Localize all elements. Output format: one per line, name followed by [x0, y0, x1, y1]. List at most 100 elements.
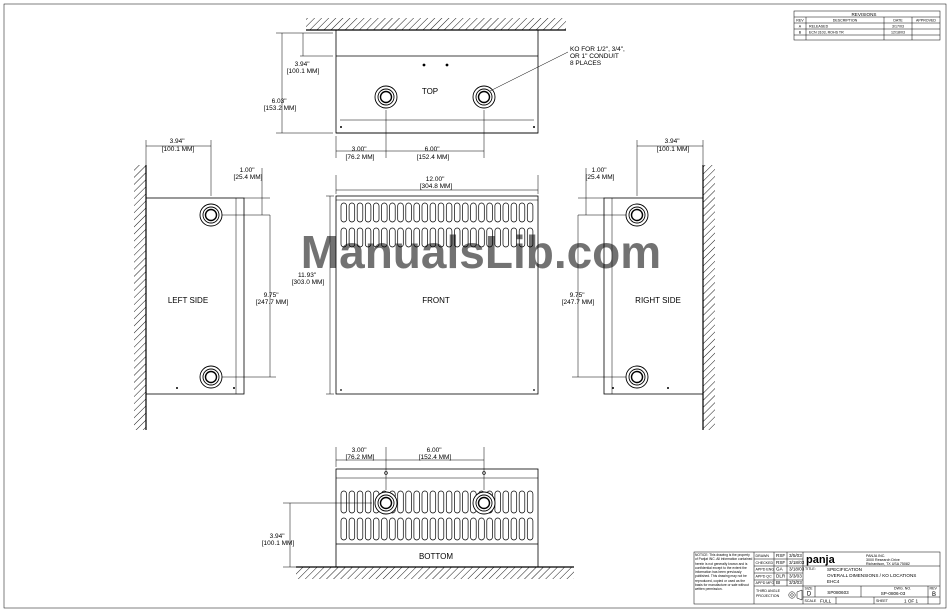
vent-slot	[437, 490, 445, 514]
front-height-dim: 11.93" [303.0 MM]	[292, 272, 325, 286]
left-depth-dim: 3.94" [100.1 MM]	[162, 138, 195, 153]
vent-slot	[413, 517, 420, 541]
vent-slot	[364, 202, 372, 223]
top-knockout-right	[472, 85, 496, 109]
vent-slot	[526, 517, 534, 541]
rev-value: B	[932, 592, 936, 598]
top-total-dim: 6.03" [153.2 MM]	[264, 98, 297, 112]
scale-value: FULL	[820, 599, 832, 604]
vent-slot	[478, 227, 485, 248]
bottom-ko1-dim: 3.00" [76.2 MM]	[346, 447, 375, 461]
vent-slot	[397, 517, 404, 541]
sheet-value: 1 OF 1	[904, 599, 918, 604]
top-view: TOP KO FOR 1/2", 3/4", OR 1" CONDUIT 8 P…	[264, 18, 627, 161]
vent-slot	[348, 490, 356, 514]
signoff-cell: RSF	[776, 553, 785, 558]
vent-slot	[405, 202, 412, 223]
company-address: PANJA INC. 3000 Research Drive Richardso…	[866, 554, 910, 566]
rev-header-rev: REV	[796, 19, 804, 23]
vent-slot	[462, 202, 469, 223]
signoff-cell: APPD MFG	[756, 581, 775, 585]
revisions-table: REVISIONS REV DESCRIPTION DATE APPROVED …	[793, 10, 941, 41]
front-view-label: FRONT	[422, 296, 450, 305]
vent-slot	[348, 227, 356, 248]
vent-slot	[421, 490, 428, 514]
vent-slot	[494, 490, 501, 514]
vent-slot	[356, 202, 364, 223]
vent-slot	[526, 202, 534, 223]
vent-slot	[462, 517, 469, 541]
vent-slot	[526, 490, 534, 514]
rev-row-b-rev: B	[799, 31, 802, 35]
left-ko-spacing-dim: 9.75" [247.7 MM]	[256, 292, 289, 306]
vent-slot	[389, 202, 396, 223]
vent-slot	[340, 227, 347, 248]
left-side-label: LEFT SIDE	[168, 296, 208, 305]
third-angle-projection-icon	[788, 589, 803, 601]
vent-slot	[502, 202, 509, 223]
vent-slot	[413, 227, 420, 248]
top-ko-note: KO FOR 1/2", 3/4", OR 1" CONDUIT 8 PLACE…	[570, 46, 627, 67]
rev-row-b-desc: ECN 3103, ROHS TR	[809, 31, 844, 35]
vent-slot	[437, 517, 445, 541]
title-label: TITLE:	[805, 567, 816, 571]
signoff-cell: RSF	[776, 560, 785, 565]
signoff-cell: 3/3/03	[789, 580, 802, 585]
left-knockout-top	[199, 203, 223, 227]
vent-slot	[413, 490, 420, 514]
vent-slot	[445, 227, 453, 248]
vent-slot	[510, 517, 518, 541]
notice-text: NOTICE: This drawing is the property of …	[695, 553, 753, 592]
sheet-border	[3, 3, 947, 609]
vent-slot	[518, 227, 526, 248]
vent-slot	[470, 202, 477, 223]
vent-slot	[510, 202, 518, 223]
vent-slot	[356, 517, 364, 541]
vent-slot	[381, 517, 388, 541]
drawing-number: SP-0806-03	[881, 591, 906, 596]
right-ko-spacing-dim: 9.75" [247.7 MM]	[562, 292, 595, 306]
rev-header-approved: APPROVED	[916, 19, 936, 23]
vent-slot	[454, 517, 461, 541]
vent-slot	[389, 517, 396, 541]
vent-slot	[429, 517, 437, 541]
rev-row-a-desc: RELEASED	[809, 25, 829, 29]
vent-slot	[445, 202, 453, 223]
front-view-body	[335, 195, 539, 395]
right-ko-top-dim: 1.00" [25.4 MM]	[586, 167, 615, 181]
vent-slot	[429, 227, 437, 248]
rev-row-b-date: 12/18/03	[891, 31, 905, 35]
signoff-cell: 3/3/03	[789, 573, 802, 578]
bottom-ko-spacing-dim: 6.00" [152.4 MM]	[419, 447, 452, 461]
vent-slot	[518, 490, 526, 514]
vent-slot	[429, 490, 437, 514]
top-view-label: TOP	[422, 87, 438, 96]
vent-slot	[405, 490, 412, 514]
vent-slot	[486, 227, 493, 248]
watermark: ManualsLib.com	[301, 226, 661, 278]
vent-slot	[373, 517, 380, 541]
vent-slot	[502, 227, 509, 248]
vent-slot	[470, 227, 477, 248]
vent-slot	[437, 202, 445, 223]
top-ko-spacing-dim: 6.00" [152.4 MM]	[417, 146, 450, 161]
top-knockout-left	[374, 85, 398, 109]
vent-slot	[494, 227, 501, 248]
vent-slot	[373, 227, 380, 248]
vent-slot	[429, 202, 437, 223]
bottom-view: BOTTOM 3.00" [76.2 MM] 6.00" [152.4 MM] …	[262, 447, 574, 579]
dwg-no-label: DWG. NO.	[894, 587, 911, 591]
top-view-body	[335, 29, 539, 134]
vent-slot	[348, 202, 356, 223]
front-width-dim: 12.00" [304.8 MM]	[420, 176, 453, 190]
size-value: D	[807, 592, 812, 598]
drawing-title: SPECIFICATION OVERALL DIMENSIONS / KO LO…	[827, 567, 918, 584]
vent-slot	[518, 202, 526, 223]
rev-row-a-rev: A	[799, 25, 802, 29]
vent-slot	[526, 227, 534, 248]
bottom-view-label: BOTTOM	[419, 552, 453, 561]
front-vent-slots	[340, 202, 534, 248]
vent-slot	[364, 227, 372, 248]
left-wall-hatch	[134, 165, 146, 430]
vent-slot	[405, 227, 412, 248]
